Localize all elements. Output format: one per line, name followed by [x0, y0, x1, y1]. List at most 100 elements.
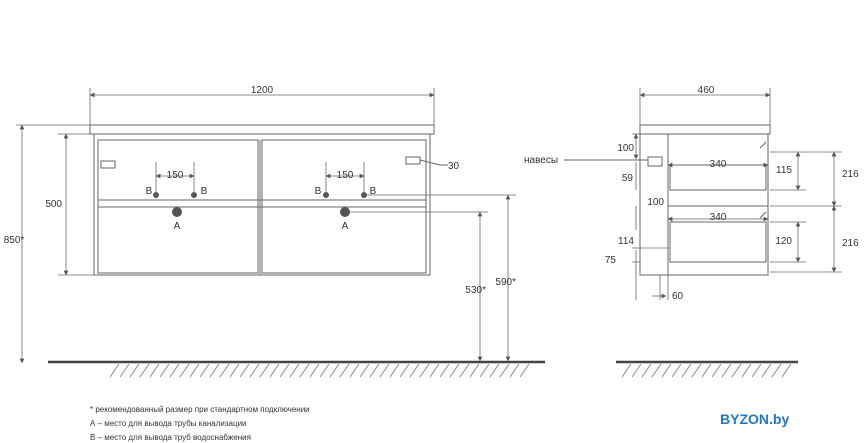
hatch-line — [249, 363, 260, 378]
lower-offset-label: 114 — [618, 236, 634, 247]
floor-hatch-side — [621, 363, 792, 378]
height-dims — [16, 124, 94, 364]
hatch-line — [651, 363, 662, 378]
hatch-line — [701, 363, 712, 378]
side-front-notch-top — [759, 141, 767, 149]
hatch-line — [721, 363, 732, 378]
countertop — [89, 124, 435, 135]
hatch-line — [179, 363, 190, 378]
front-view — [89, 124, 448, 276]
hatch-line — [509, 363, 520, 378]
pipe-a-right — [340, 207, 350, 217]
pipe-spacing-dims — [155, 162, 365, 195]
hatch-line — [209, 363, 220, 378]
hatch-line — [229, 363, 240, 378]
hatch-line — [449, 363, 460, 378]
hatch-line — [239, 363, 250, 378]
hatch-line — [169, 363, 180, 378]
hinge-offset-label: 30 — [448, 161, 460, 172]
total-height-label: 850* — [4, 235, 25, 246]
supply-height-label: 590* — [495, 277, 516, 288]
side-body — [639, 133, 769, 276]
pipe-a-label-right: A — [342, 221, 349, 232]
hatch-line — [349, 363, 360, 378]
hatch-line — [429, 363, 440, 378]
hatch-line — [189, 363, 200, 378]
pipe-height-dims — [348, 194, 516, 362]
pipe-spacing-left: 150 — [167, 170, 184, 181]
hatch-line — [661, 363, 672, 378]
hinges-label: навесы — [524, 155, 558, 166]
width-dim — [89, 88, 435, 125]
hatch-line — [119, 363, 130, 378]
hinge-gap-label: 59 — [622, 173, 634, 184]
drawer-top-width: 340 — [710, 159, 727, 170]
hatch-line — [359, 363, 370, 378]
hatch-line — [409, 363, 420, 378]
bottom-inner-label: 120 — [775, 236, 792, 247]
hatch-line — [439, 363, 450, 378]
hatch-line — [771, 363, 782, 378]
hatch-line — [479, 363, 490, 378]
side-view — [564, 124, 771, 276]
base-offset-label: 75 — [605, 255, 617, 266]
hatch-line — [731, 363, 742, 378]
hatch-line — [631, 363, 642, 378]
hatch-line — [139, 363, 150, 378]
hatch-line — [621, 363, 632, 378]
side-drawer-bottom — [669, 221, 767, 263]
hatch-line — [741, 363, 752, 378]
hatch-line — [671, 363, 682, 378]
hatch-line — [289, 363, 300, 378]
hatch-line — [711, 363, 722, 378]
side-hinge — [647, 156, 663, 167]
hatch-line — [319, 363, 330, 378]
hatch-line — [339, 363, 350, 378]
hatch-line — [329, 363, 340, 378]
hatch-line — [691, 363, 702, 378]
top-outer-label: 216 — [842, 169, 859, 180]
hatch-line — [519, 363, 530, 378]
bottom-outer-label: 216 — [842, 238, 859, 249]
hatch-line — [751, 363, 762, 378]
cabinet-body — [93, 133, 431, 276]
pipe-points — [153, 192, 367, 217]
hinge-leader — [419, 159, 441, 166]
depth-label: 460 — [698, 85, 715, 96]
hatch-line — [279, 363, 290, 378]
hatch-line — [681, 363, 692, 378]
hinge-left — [100, 160, 116, 169]
hatch-line — [109, 363, 120, 378]
brand-logo: BYZON.by — [720, 411, 790, 427]
hatch-line — [219, 363, 230, 378]
pipe-b-label-1: B — [146, 186, 153, 197]
pipe-a-label-left: A — [174, 221, 181, 232]
hatch-line — [149, 363, 160, 378]
hatch-line — [641, 363, 652, 378]
hatch-line — [309, 363, 320, 378]
side-dims — [632, 88, 842, 300]
pipe-a-left — [172, 207, 182, 217]
note-a: А – место для вывода трубы канализации — [90, 419, 247, 428]
hatch-line — [389, 363, 400, 378]
hatch-line — [781, 363, 792, 378]
hatch-line — [299, 363, 310, 378]
hatch-line — [399, 363, 410, 378]
drain-height-label: 530* — [465, 285, 486, 296]
width-label: 1200 — [251, 85, 274, 96]
side-countertop — [639, 124, 771, 135]
hatch-line — [489, 363, 500, 378]
hatch-line — [761, 363, 772, 378]
side-front-notch-mid — [759, 211, 767, 219]
hatch-line — [459, 363, 470, 378]
drawer-bottom-width: 340 — [710, 212, 727, 223]
note-recommended: * рекомендованный размер при стандартном… — [90, 405, 310, 414]
note-b: В – место для вывода труб водоснабжения — [90, 433, 251, 442]
pipe-spacing-right: 150 — [337, 170, 354, 181]
hatch-line — [379, 363, 390, 378]
pipe-b-label-3: B — [315, 186, 322, 197]
pipe-b-label-2: B — [201, 186, 208, 197]
floor-hatch-front — [109, 363, 530, 378]
hinge-right — [405, 156, 421, 165]
